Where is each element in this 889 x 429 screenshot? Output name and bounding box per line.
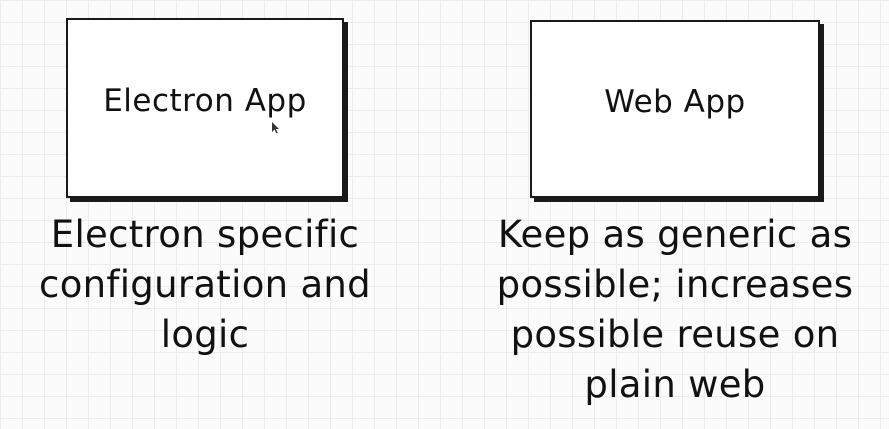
electron-app-caption: Electron specific configuration and logi… [20,210,390,360]
caption-line: possible; increases [496,263,854,306]
electron-app-label: Electron App [103,83,307,119]
mouse-pointer-icon [272,122,279,134]
web-app-caption: Keep as generic as possible; increases p… [470,210,880,410]
electron-app-box: Electron App [66,18,344,198]
web-app-box: Web App [530,20,820,198]
web-app-label: Web App [604,84,746,120]
caption-line: Electron specific [50,213,360,256]
caption-line: plain web [584,363,766,406]
caption-line: configuration and [39,263,371,306]
caption-line: possible reuse on [510,313,840,356]
caption-line: Keep as generic as [497,213,853,256]
caption-line: logic [160,313,250,356]
